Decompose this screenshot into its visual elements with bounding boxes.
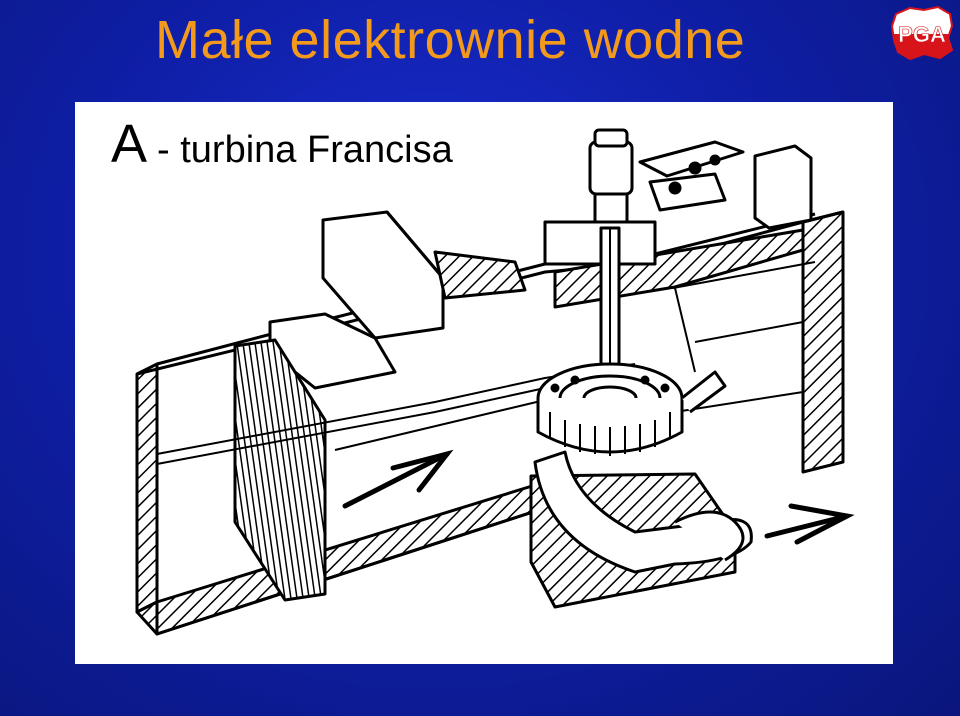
francis-turbine-diagram [135, 128, 855, 636]
generator-icon [588, 140, 634, 196]
intake-trash-rack-icon [233, 338, 327, 602]
diagram-panel: A- turbina Francisa [75, 102, 893, 664]
draft-tube-icon [533, 450, 753, 574]
intake-left-wall [135, 362, 159, 614]
slide-title: Małe elektrownie wodne [155, 10, 746, 70]
pga-logo: PGA [888, 4, 956, 62]
flow-arrow-in-icon [342, 449, 454, 509]
channel-floor [135, 480, 547, 636]
panel-label-text: - turbina Francisa [157, 129, 453, 171]
flow-arrow-out-icon [764, 503, 855, 545]
panel-label: A- turbina Francisa [111, 114, 453, 180]
control-cabinet [753, 144, 813, 230]
gate-structure [321, 210, 445, 340]
logo-text: PGA [898, 22, 946, 47]
outlet-wall [801, 210, 845, 474]
pga-logo-icon: PGA [890, 5, 954, 61]
panel-label-letter: A [111, 114, 148, 174]
